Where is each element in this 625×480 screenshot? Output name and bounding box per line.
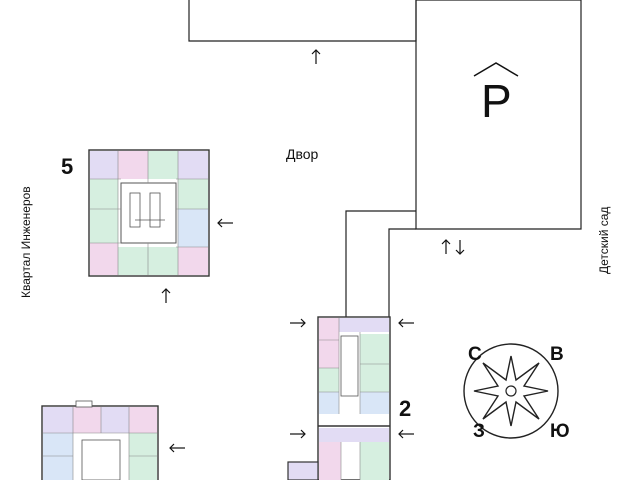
quarter-label: Квартал Инженеров xyxy=(19,186,33,298)
building-2-plan xyxy=(287,316,391,480)
compass-rose xyxy=(463,343,559,439)
yard-label: Двор xyxy=(286,146,319,162)
driveway-outline xyxy=(345,210,416,317)
compass-north-label: С xyxy=(468,344,482,365)
entrance-arrows xyxy=(161,49,465,453)
building-5-plan xyxy=(88,149,210,277)
lower-left-building-plan xyxy=(41,400,159,480)
top-building-outline xyxy=(188,0,417,42)
building-5-number: 5 xyxy=(61,154,74,179)
kindergarten-label: Детский сад xyxy=(597,206,611,274)
parking-roof-icon xyxy=(473,62,519,77)
compass-east-label: В xyxy=(550,344,564,365)
parking-area xyxy=(415,0,582,230)
driveway-outline-inner xyxy=(388,228,416,317)
compass-south-label: Ю xyxy=(550,421,570,442)
parking-icon: P xyxy=(481,75,512,127)
compass-west-label: З xyxy=(473,421,485,442)
building-2-number: 2 xyxy=(399,396,412,421)
